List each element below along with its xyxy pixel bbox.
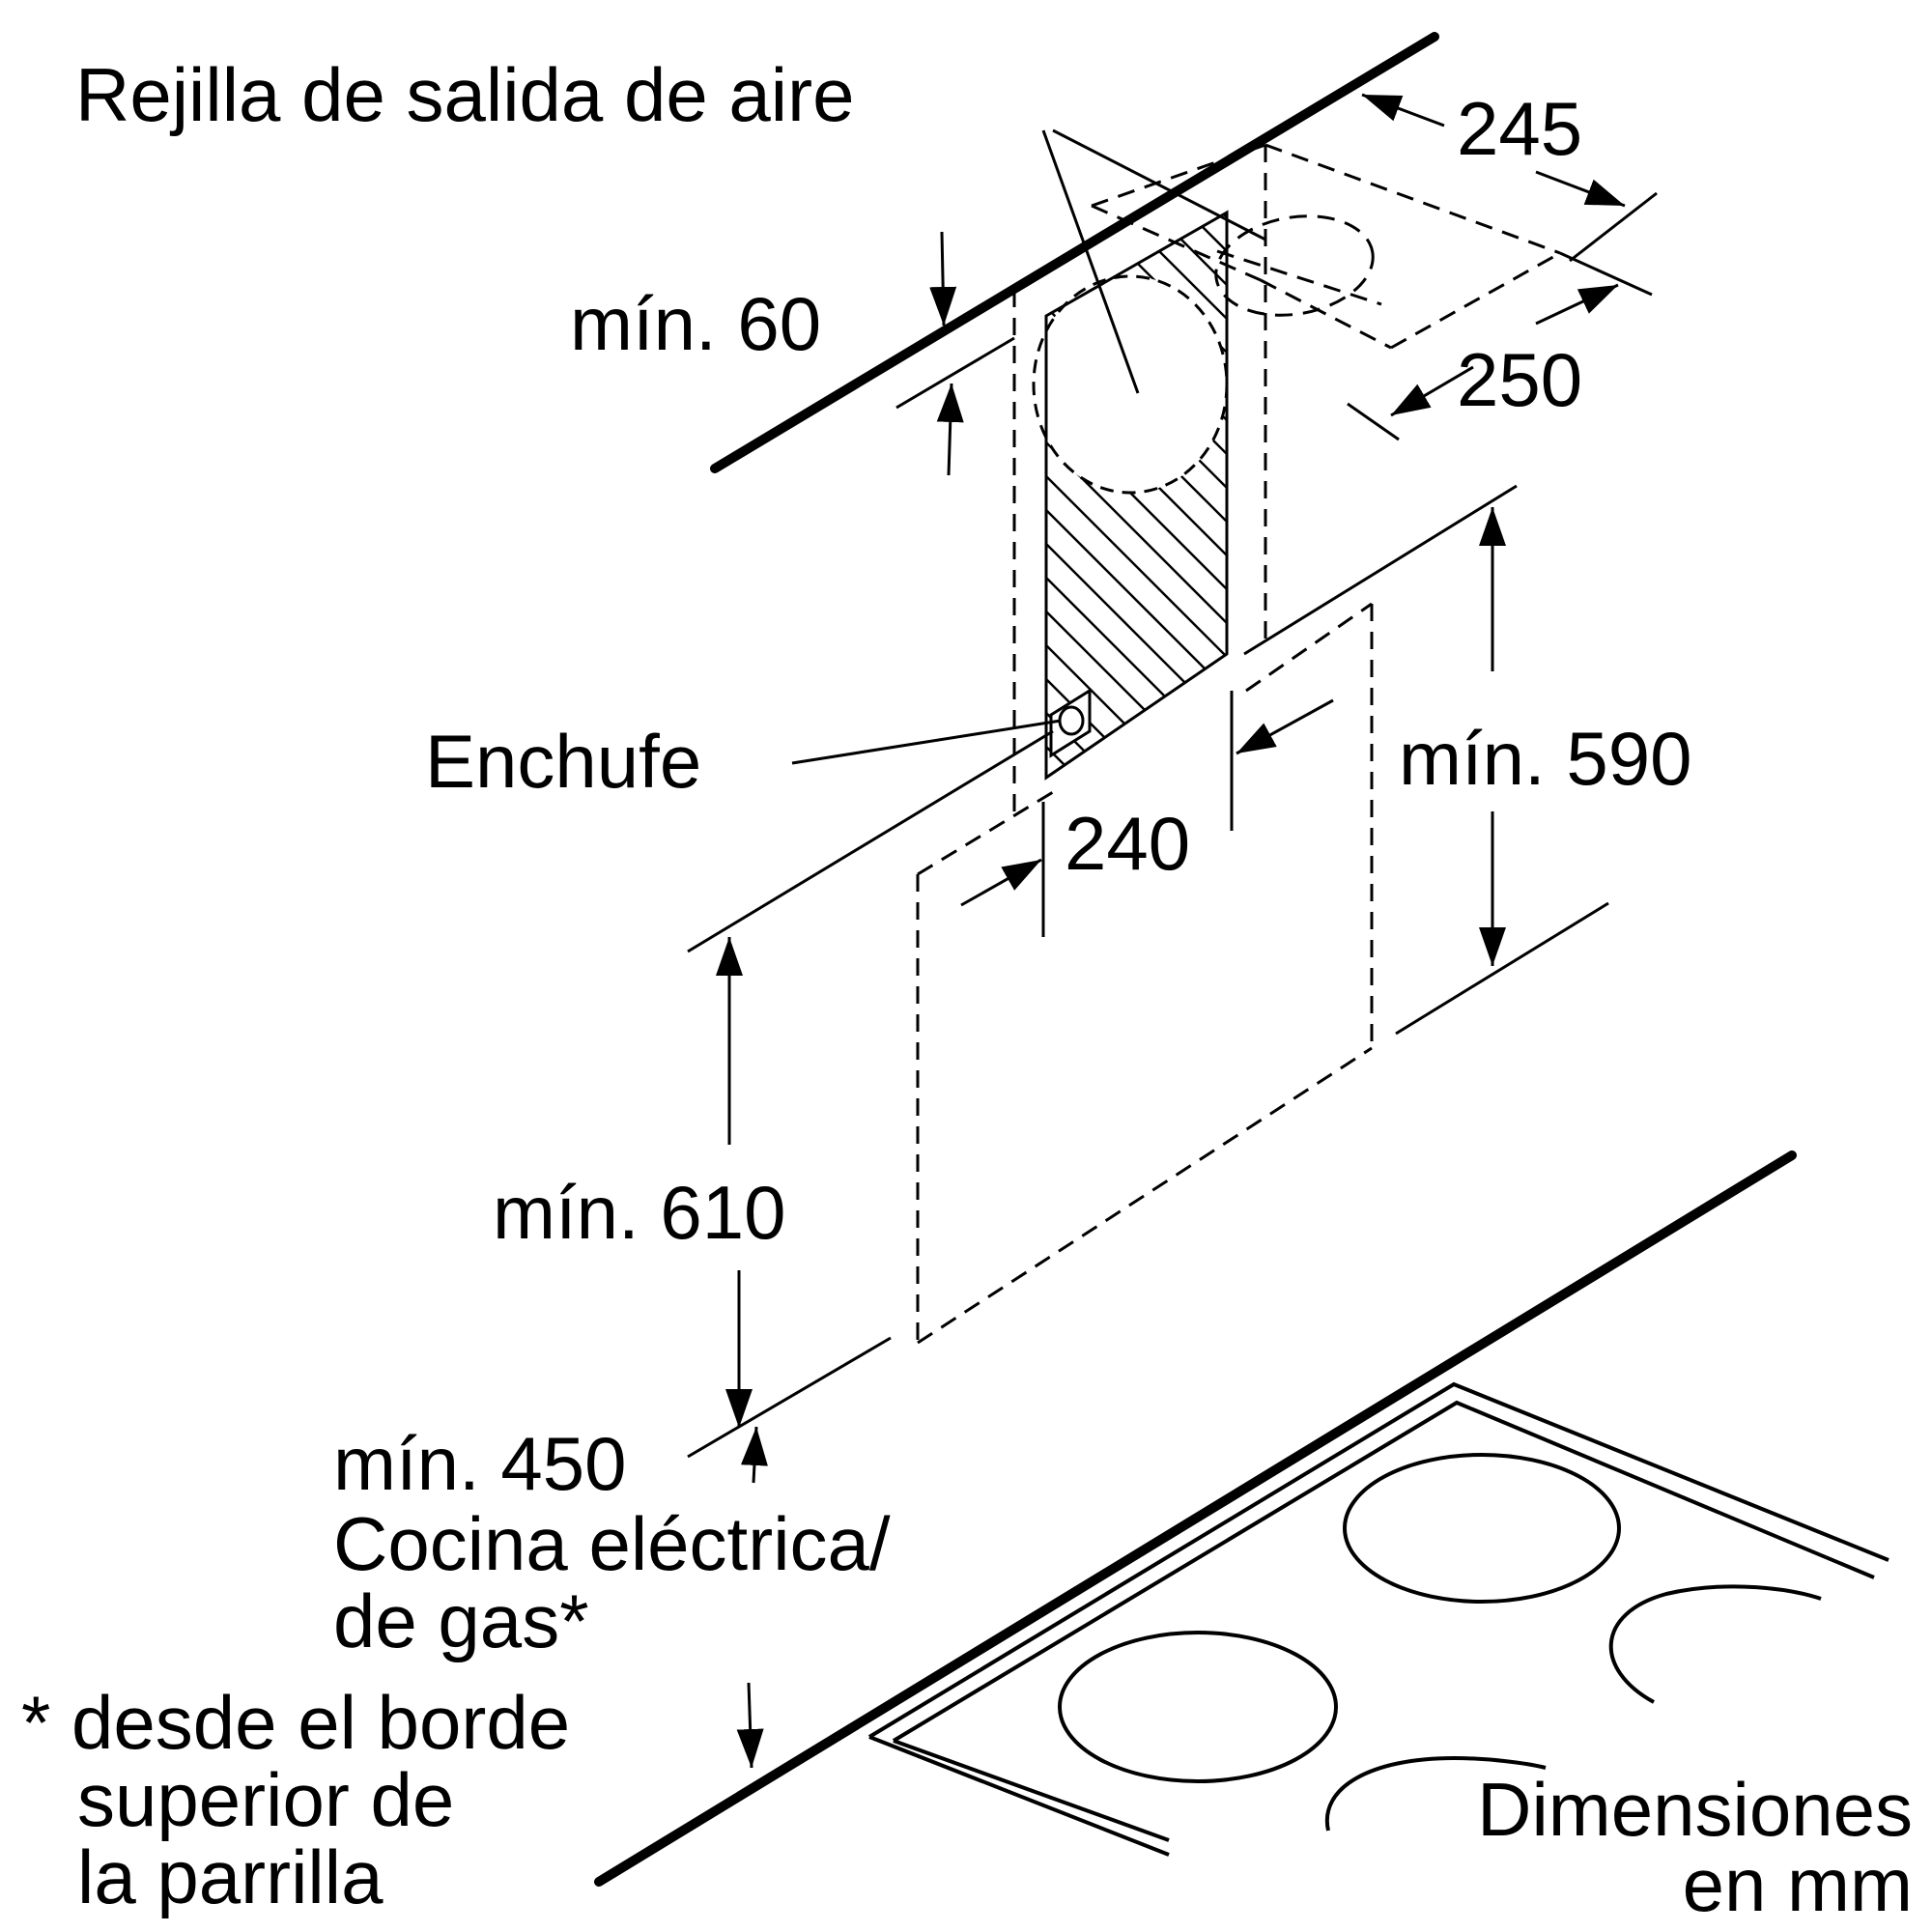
burner-back-right: [1608, 1584, 1822, 1704]
reference-lines: [687, 484, 1609, 1459]
leader-lines: [791, 129, 1140, 765]
label-cooker-line2: de gas*: [333, 1578, 589, 1663]
footnote-line2: superior de: [77, 1757, 454, 1842]
footnote-line3: la parrilla: [77, 1834, 384, 1919]
units-line1: Dimensiones: [1477, 1767, 1913, 1852]
units-line2: en mm: [1683, 1842, 1913, 1927]
extension-lines: [1347, 191, 1658, 441]
burner-front-left: [1058, 1631, 1338, 1783]
burner-front-right: [1324, 1755, 1547, 1832]
label-cooker-line1: Cocina eléctrica/: [333, 1501, 891, 1586]
label-min-60: mín. 60: [570, 281, 821, 366]
hood-outline: [916, 602, 1374, 1345]
socket-icon: [1049, 688, 1092, 758]
hatched-panel: [1032, 210, 1229, 781]
duct-outline: [1012, 143, 1561, 816]
label-min-450: mín. 450: [333, 1421, 627, 1506]
dimension-arrows: [716, 93, 1626, 1769]
label-min-590: mín. 590: [1399, 716, 1692, 801]
ceiling-offset-line: [895, 336, 1015, 410]
burner-back-left: [1343, 1453, 1621, 1604]
label-air-outlet: Rejilla de salida de aire: [75, 52, 854, 137]
chimney-top-edge: [1052, 128, 1266, 242]
ceiling-line: [710, 32, 1439, 473]
label-min-610: mín. 610: [493, 1170, 786, 1255]
footnote-line1: * desde el borde: [21, 1680, 570, 1765]
label-width-245: 245: [1457, 86, 1582, 171]
label-dim-240: 240: [1065, 801, 1190, 886]
label-depth-250: 250: [1457, 337, 1582, 422]
cooktop: [594, 1151, 1889, 1887]
label-plug: Enchufe: [425, 719, 701, 804]
